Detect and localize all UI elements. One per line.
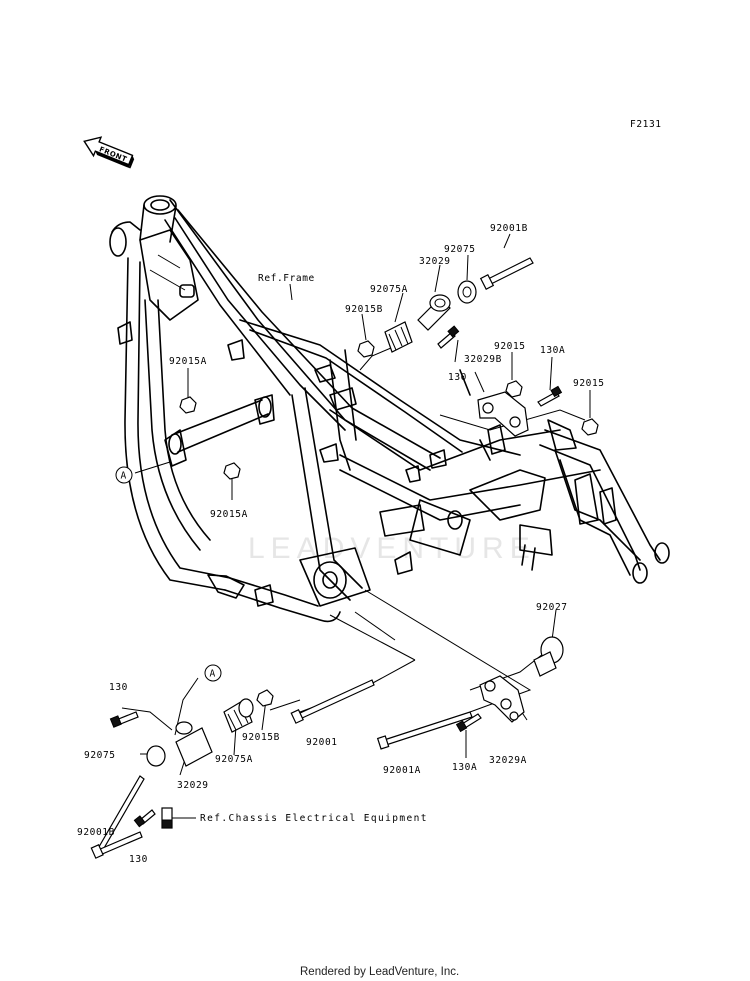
bracket-icon — [175, 721, 213, 767]
label-92015a-lower: 92015A — [210, 509, 248, 520]
bolt-icon — [376, 711, 473, 750]
label-92027: 92027 — [536, 602, 568, 613]
bolt-icon — [109, 711, 139, 728]
label-32029a: 32029A — [489, 755, 527, 766]
marker-a-detail: A — [204, 664, 222, 682]
nut-icon — [223, 462, 241, 480]
connector-icon — [161, 807, 173, 829]
label-32029-top: 32029 — [419, 256, 451, 267]
label-92001b-bottom: 92001B — [77, 827, 115, 838]
label-130a-bottom: 130A — [452, 762, 477, 773]
label-92015b-bottom: 92015B — [242, 732, 280, 743]
front-arrow-icon: FRONT — [83, 136, 135, 169]
nut-icon — [179, 396, 197, 414]
label-92075a-bottom: 92075A — [215, 754, 253, 765]
bracket-icon — [417, 294, 451, 331]
bushing-icon — [533, 636, 564, 677]
label-92075-bottom: 92075 — [84, 750, 116, 761]
label-92015-right: 92015 — [573, 378, 605, 389]
label-92075-top: 92075 — [444, 244, 476, 255]
label-92015b-top: 92015B — [345, 304, 383, 315]
nut-icon — [581, 418, 599, 436]
nut-icon — [505, 380, 523, 398]
bolt-icon — [479, 257, 534, 290]
marker-a-detail-label: A — [210, 669, 216, 680]
bolt-icon — [290, 679, 375, 724]
label-92001: 92001 — [306, 737, 338, 748]
label-92015a-upper: 92015A — [169, 356, 207, 367]
bracket-icon — [479, 675, 525, 723]
nut-icon — [256, 689, 274, 707]
footer-credit: Rendered by LeadVenture, Inc. — [300, 966, 459, 978]
marker-a-frame-label: A — [121, 471, 127, 482]
figure-code: F2131 — [630, 119, 662, 130]
label-130-top: 130 — [448, 372, 467, 383]
bracket-icon — [477, 391, 529, 437]
frame-drawing — [109, 195, 670, 623]
callout-labels: Ref.Frame 92001B 92075 32029 92075A 9201… — [77, 223, 605, 865]
label-92075a-top: 92075A — [370, 284, 408, 295]
label-ref-frame: Ref.Frame — [258, 273, 315, 284]
label-92015-mid: 92015 — [494, 341, 526, 352]
bushing-icon — [384, 321, 413, 353]
watermark: LEADVENTURE — [248, 532, 536, 565]
bushing-icon — [223, 698, 254, 733]
bolt-icon — [90, 831, 143, 859]
label-32029b: 32029B — [464, 354, 502, 365]
label-130-bottom: 130 — [129, 854, 148, 865]
label-32029-bottom: 32029 — [177, 780, 209, 791]
bolt-icon — [537, 385, 563, 407]
label-ref-chassis: Ref.Chassis Electrical Equipment — [200, 813, 428, 824]
bolt-icon — [455, 713, 482, 733]
nut-icon — [357, 340, 375, 358]
label-130a-mid: 130A — [540, 345, 565, 356]
label-130-bottom-left: 130 — [109, 682, 128, 693]
bolt-icon — [133, 809, 156, 828]
bolt-icon — [437, 325, 460, 349]
label-92001b-top: 92001B — [490, 223, 528, 234]
bushing-icon — [146, 745, 166, 767]
label-92001a: 92001A — [383, 765, 421, 776]
bushing-icon — [457, 280, 477, 304]
marker-a-frame: A — [115, 466, 133, 484]
